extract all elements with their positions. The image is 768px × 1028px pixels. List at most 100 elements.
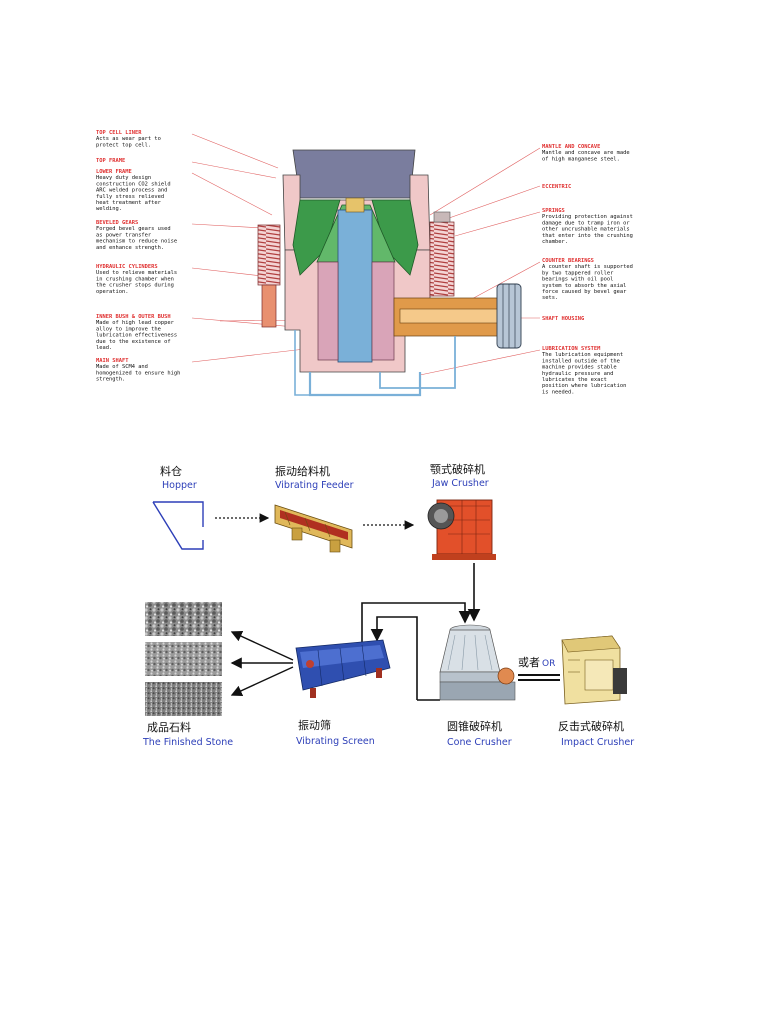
arrow-screen-to-coarse: [230, 630, 294, 661]
left-label-desc: fully stress relieved: [96, 194, 164, 200]
right-label-title: MANTLE AND CONCAVE: [542, 144, 600, 150]
impact-en: Impact Crusher: [561, 737, 634, 748]
feeder-en: Vibrating Feeder: [275, 480, 354, 491]
left-label-title: TOP FRAME: [96, 158, 125, 164]
right-label-desc: of high manganese steel.: [542, 156, 620, 162]
hopper-shape: [153, 501, 204, 527]
vibrating-screen-illustration: [295, 639, 391, 698]
left-label-desc: lubrication effectiveness: [96, 333, 177, 339]
hopper-zh: 料仓: [160, 464, 182, 478]
left-label-desc: as power transfer: [96, 232, 152, 238]
right-label-title: ECCENTRIC: [542, 184, 571, 190]
hopper-en: Hopper: [162, 480, 197, 491]
left-label-desc: protect top cell.: [96, 142, 151, 148]
impact-zh: 反击式破碎机: [558, 719, 624, 733]
right-label-desc: Providing protection against: [542, 214, 633, 220]
left-label-title: TOP CELL LINER: [96, 130, 142, 136]
screen-en: Vibrating Screen: [296, 736, 375, 747]
cone-zh: 圆锥破碎机: [447, 719, 502, 733]
right-spring: [429, 221, 455, 297]
vibrating-feeder-illustration: [274, 504, 353, 553]
hydraulic-cylinder: [261, 284, 277, 328]
concave-right: [371, 199, 419, 276]
left-label-desc: and enhance strength.: [96, 245, 164, 251]
concave-left: [292, 199, 341, 276]
jaw-zh: 颚式破碎机: [430, 462, 485, 476]
right-label-desc: by two tappered roller: [542, 270, 614, 276]
right-label-desc: chamber.: [542, 239, 568, 245]
left-label-title: LOWER FRAME: [96, 169, 132, 175]
left-label-desc: construction CO2 shield: [96, 181, 171, 187]
right-label-title: COUNTER BEARINGS: [542, 258, 594, 264]
left-label-desc: Made of high lead copper: [96, 320, 175, 326]
left-label-desc: strength.: [96, 377, 125, 383]
left-label-title: BEVELED GEARS: [96, 220, 138, 226]
right-label-desc: installed outside of the: [542, 358, 620, 364]
left-label-desc: Acts as wear part to: [96, 136, 161, 142]
left-label-desc: due to the existence of: [96, 339, 171, 345]
right-label-desc: position where lubrication: [542, 383, 626, 389]
left-leader-lines: [191, 133, 341, 363]
impact-crusher-illustration: [561, 635, 627, 705]
cone-crusher-illustration: [439, 624, 516, 701]
shaft-cap: [345, 197, 365, 213]
left-label-desc: Forged bevel gears used: [96, 226, 171, 232]
right-label-desc: A counter shaft is supported: [542, 264, 633, 270]
countershaft: [399, 308, 505, 324]
left-label-desc: heat treatment after: [96, 200, 162, 206]
stone-zh: 成品石料: [147, 720, 191, 734]
left-label-desc: mechanism to reduce noise: [96, 239, 177, 245]
left-label-desc: operation.: [96, 289, 128, 295]
right-label-title: SHAFT HOUSING: [542, 316, 584, 322]
right-label-desc: damage due to tramp iron or: [542, 220, 630, 226]
right-label-desc: lubricates the exact: [542, 377, 607, 383]
inner-bush: [317, 261, 339, 361]
jaw-en: Jaw Crusher: [431, 478, 489, 489]
lubrication-pipe: [308, 372, 422, 397]
return-loop-inner: [370, 616, 418, 700]
right-label-desc: bearings with oil pool: [542, 277, 613, 283]
left-label-desc: lead.: [96, 345, 112, 351]
left-label-title: MAIN SHAFT: [96, 358, 129, 364]
right-label-desc: other uncrushable materials: [542, 227, 630, 233]
eccentric: [371, 261, 395, 361]
left-label-desc: homogenized to ensure high: [96, 370, 180, 376]
left-label-title: HYDRAULIC CYLINDERS: [96, 264, 158, 270]
stone-en: The Finished Stone: [142, 737, 233, 748]
arrow-screen-to-fine: [230, 666, 294, 697]
left-spring: [257, 224, 281, 286]
stone-coarse: [145, 602, 222, 636]
feeder-zh: 振动给料机: [275, 464, 330, 478]
jaw-crusher-illustration: [427, 499, 496, 560]
left-label-desc: alloy to improve the: [96, 326, 161, 332]
stone-medium: [145, 642, 222, 676]
right-label-desc: The lubrication equipment: [542, 352, 623, 358]
production-line-diagram: 料仓 Hopper 振动给料机 Vibrating Feeder 颚式破碎机 J…: [142, 462, 634, 748]
right-label-desc: sets.: [542, 295, 558, 301]
right-label-title: LUBRICATION SYSTEM: [542, 346, 601, 352]
main-shaft: [337, 209, 373, 363]
left-label-title: INNER BUSH & OUTER BUSH: [96, 314, 171, 320]
right-label-desc: system to absorb the axial: [542, 283, 626, 289]
right-label-desc: hydraulic pressure and: [542, 371, 613, 377]
screen-zh: 振动筛: [298, 718, 331, 732]
stone-fine: [145, 682, 222, 716]
right-label-desc: that enter into the crushing: [542, 233, 633, 239]
or-zh: 或者: [518, 656, 540, 669]
left-label-desc: the crusher stops during: [96, 283, 174, 289]
or-en: OR: [542, 659, 555, 669]
right-label-desc: force caused by bevel gear: [542, 289, 627, 295]
right-label-desc: is needed.: [542, 389, 574, 395]
top-cover: [292, 149, 416, 199]
left-label-desc: welding.: [96, 206, 122, 212]
left-label-desc: Used to relieve materials: [96, 270, 177, 276]
right-label-desc: machine provides stable: [542, 365, 617, 371]
right-label-desc: Mantle and concave are made: [542, 150, 630, 156]
left-label-desc: ARC welded process and: [96, 188, 167, 194]
left-label-desc: Heavy duty design: [96, 175, 151, 181]
